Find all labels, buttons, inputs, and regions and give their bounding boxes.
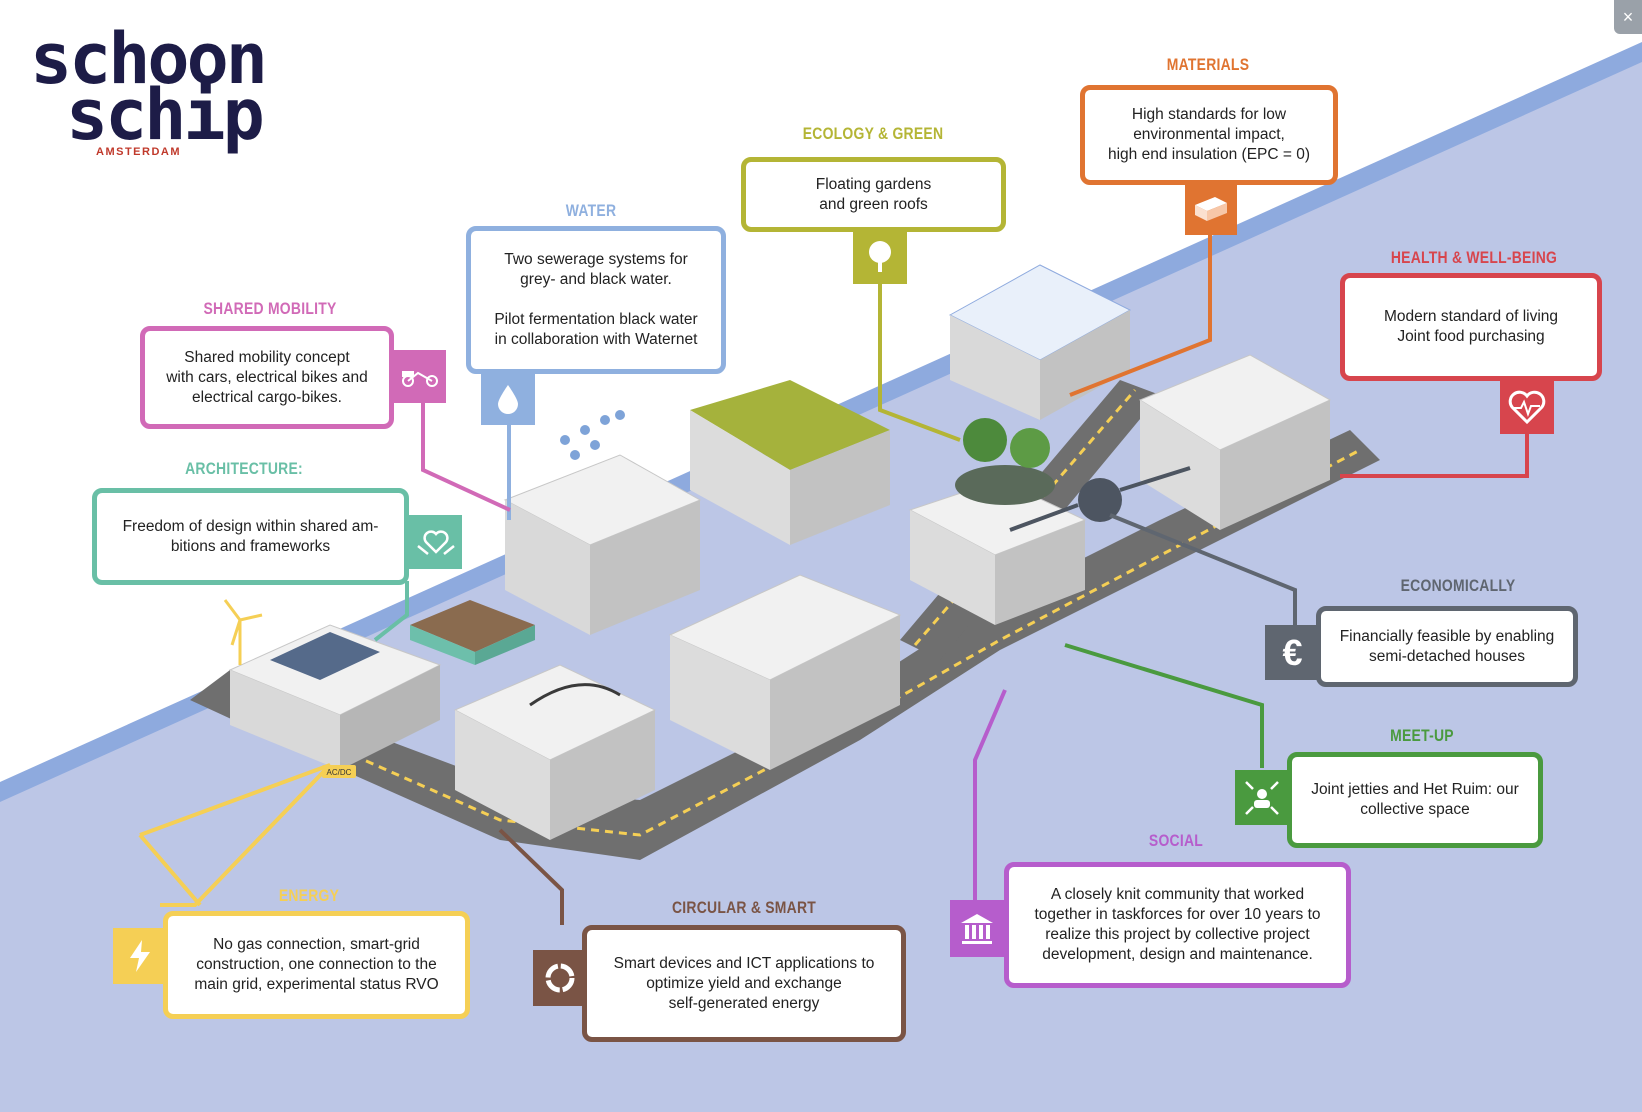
cycle-icon bbox=[533, 950, 587, 1006]
architecture-line: Freedom of design within shared am- bbox=[122, 517, 379, 535]
architecture-line: bitions and frameworks bbox=[170, 537, 331, 555]
house-center bbox=[908, 479, 1087, 625]
shared-mobility-line: electrical cargo-bikes. bbox=[192, 388, 342, 406]
logo: schoon schip AMSTERDAM bbox=[30, 24, 268, 160]
shared-mobility-connector bbox=[421, 402, 511, 512]
economically-title: ECONOMICALLY bbox=[1400, 576, 1516, 595]
materials-box: High standards for low environmental imp… bbox=[1080, 85, 1338, 185]
brick-icon bbox=[1185, 183, 1237, 235]
water-line: Two sewerage systems for bbox=[504, 251, 688, 268]
house-energy bbox=[228, 624, 442, 770]
social-title: SOCIAL bbox=[1148, 831, 1204, 850]
shared-mobility-line: with cars, electrical bikes and bbox=[166, 368, 368, 386]
circular-line: optimize yield and exchange bbox=[646, 974, 842, 992]
materials-line: environmental impact, bbox=[1133, 126, 1285, 143]
architecture-title: ARCHITECTURE: bbox=[185, 459, 303, 478]
water-box: Two sewerage systems for grey- and black… bbox=[466, 226, 726, 374]
meet-up-line: Joint jetties and Het Ruim: our bbox=[1311, 781, 1519, 798]
circular-line: self-generated energy bbox=[668, 994, 820, 1012]
circular-box: Smart devices and ICT applications to op… bbox=[582, 925, 906, 1042]
health-title: HEALTH & WELL-BEING bbox=[1390, 248, 1558, 267]
institution-icon bbox=[950, 900, 1004, 957]
health-line: Modern standard of living bbox=[1383, 308, 1559, 325]
water-area bbox=[0, 50, 1642, 1112]
logo-subtitle: AMSTERDAM bbox=[96, 146, 181, 158]
energy-line: No gas connection, smart-grid bbox=[213, 936, 420, 953]
meeting-icon bbox=[1235, 770, 1288, 825]
shared-mobility-title: SHARED MOBILITY bbox=[203, 299, 337, 318]
materials-line: high end insulation (EPC = 0) bbox=[1107, 146, 1311, 163]
health-connector bbox=[1340, 432, 1529, 478]
house-water bbox=[503, 454, 702, 635]
lightning-icon bbox=[113, 928, 166, 984]
energy-line: main grid, experimental status RVO bbox=[194, 976, 439, 993]
water-drop-icon bbox=[481, 373, 535, 425]
social-line: realize this project by collective proje… bbox=[1045, 926, 1310, 943]
social-connector bbox=[973, 689, 1007, 930]
acdc-badge bbox=[322, 765, 356, 778]
ecology-title: ECOLOGY & GREEN bbox=[802, 124, 944, 143]
floating-garden bbox=[410, 600, 535, 665]
economically-box: Financially feasible by enabling semi-de… bbox=[1316, 606, 1578, 687]
water-line: grey- and black water. bbox=[520, 271, 672, 288]
house-greenhouse bbox=[948, 264, 1132, 420]
euro-icon: € bbox=[1265, 625, 1320, 680]
trees bbox=[955, 418, 1055, 505]
economically-line: Financially feasible by enabling bbox=[1339, 627, 1555, 645]
health-line: Joint food purchasing bbox=[1397, 328, 1545, 345]
architecture-connector bbox=[373, 581, 409, 642]
architecture-box: Freedom of design within shared am- biti… bbox=[92, 488, 409, 585]
circular-connector bbox=[498, 828, 564, 925]
circular-line: Smart devices and ICT applications to bbox=[613, 954, 875, 972]
energy-title: ENERGY bbox=[278, 886, 340, 905]
logo-line1: schoon bbox=[30, 18, 268, 100]
meet-up-box: Joint jetties and Het Ruim: our collecti… bbox=[1287, 752, 1543, 848]
wind-turbine bbox=[223, 599, 263, 665]
economically-line: semi-detached houses bbox=[1369, 647, 1525, 665]
circular-title: CIRCULAR & SMART bbox=[671, 898, 817, 917]
meet-up-connector bbox=[1064, 643, 1264, 768]
materials-line: High standards for low bbox=[1131, 106, 1287, 123]
energy-line: construction, one connection to the bbox=[196, 956, 437, 973]
materials-connector bbox=[1069, 235, 1212, 397]
heart-pulse-icon bbox=[1500, 380, 1554, 434]
rain-drops bbox=[560, 410, 625, 460]
water-line: in collaboration with Waternet bbox=[494, 331, 698, 348]
ecology-box: Floating gardens and green roofs bbox=[741, 157, 1006, 232]
ecology-line: Floating gardens bbox=[815, 175, 932, 193]
house-health bbox=[1138, 354, 1332, 530]
energy-connector bbox=[139, 763, 332, 907]
ecology-line: and green roofs bbox=[819, 195, 928, 213]
energy-box: No gas connection, smart-grid constructi… bbox=[163, 911, 470, 1019]
economically-connector bbox=[1109, 513, 1297, 625]
social-line: A closely knit community that worked bbox=[1050, 886, 1305, 903]
ecology-connector bbox=[878, 280, 961, 442]
meet-up-title: MEET-UP bbox=[1390, 726, 1454, 745]
tree-icon bbox=[853, 230, 907, 284]
cargo-bike-icon bbox=[393, 350, 446, 403]
meet-up-line: collective space bbox=[1360, 801, 1470, 818]
acdc-label: AC/DC bbox=[327, 768, 352, 777]
heart-hands-icon bbox=[409, 515, 462, 569]
close-button[interactable]: × bbox=[1614, 0, 1642, 34]
water-line: Pilot fermentation black water bbox=[494, 311, 698, 328]
euro-arrows bbox=[1009, 466, 1191, 532]
shared-mobility-box: Shared mobility concept with cars, elect… bbox=[140, 326, 394, 429]
social-line: development, design and maintenance. bbox=[1042, 946, 1313, 963]
social-line: together in taskforces for over 10 years… bbox=[1034, 906, 1321, 923]
house-green-roof bbox=[690, 380, 890, 545]
health-box: Modern standard of living Joint food pur… bbox=[1340, 273, 1602, 381]
materials-title: MATERIALS bbox=[1166, 55, 1250, 74]
smart-arc bbox=[529, 683, 621, 707]
social-box: A closely knit community that worked tog… bbox=[1004, 862, 1351, 988]
shared-mobility-line: Shared mobility concept bbox=[184, 348, 350, 366]
house-large bbox=[668, 574, 902, 770]
water-title: WATER bbox=[565, 201, 617, 220]
logo-line2: schip bbox=[66, 74, 265, 156]
